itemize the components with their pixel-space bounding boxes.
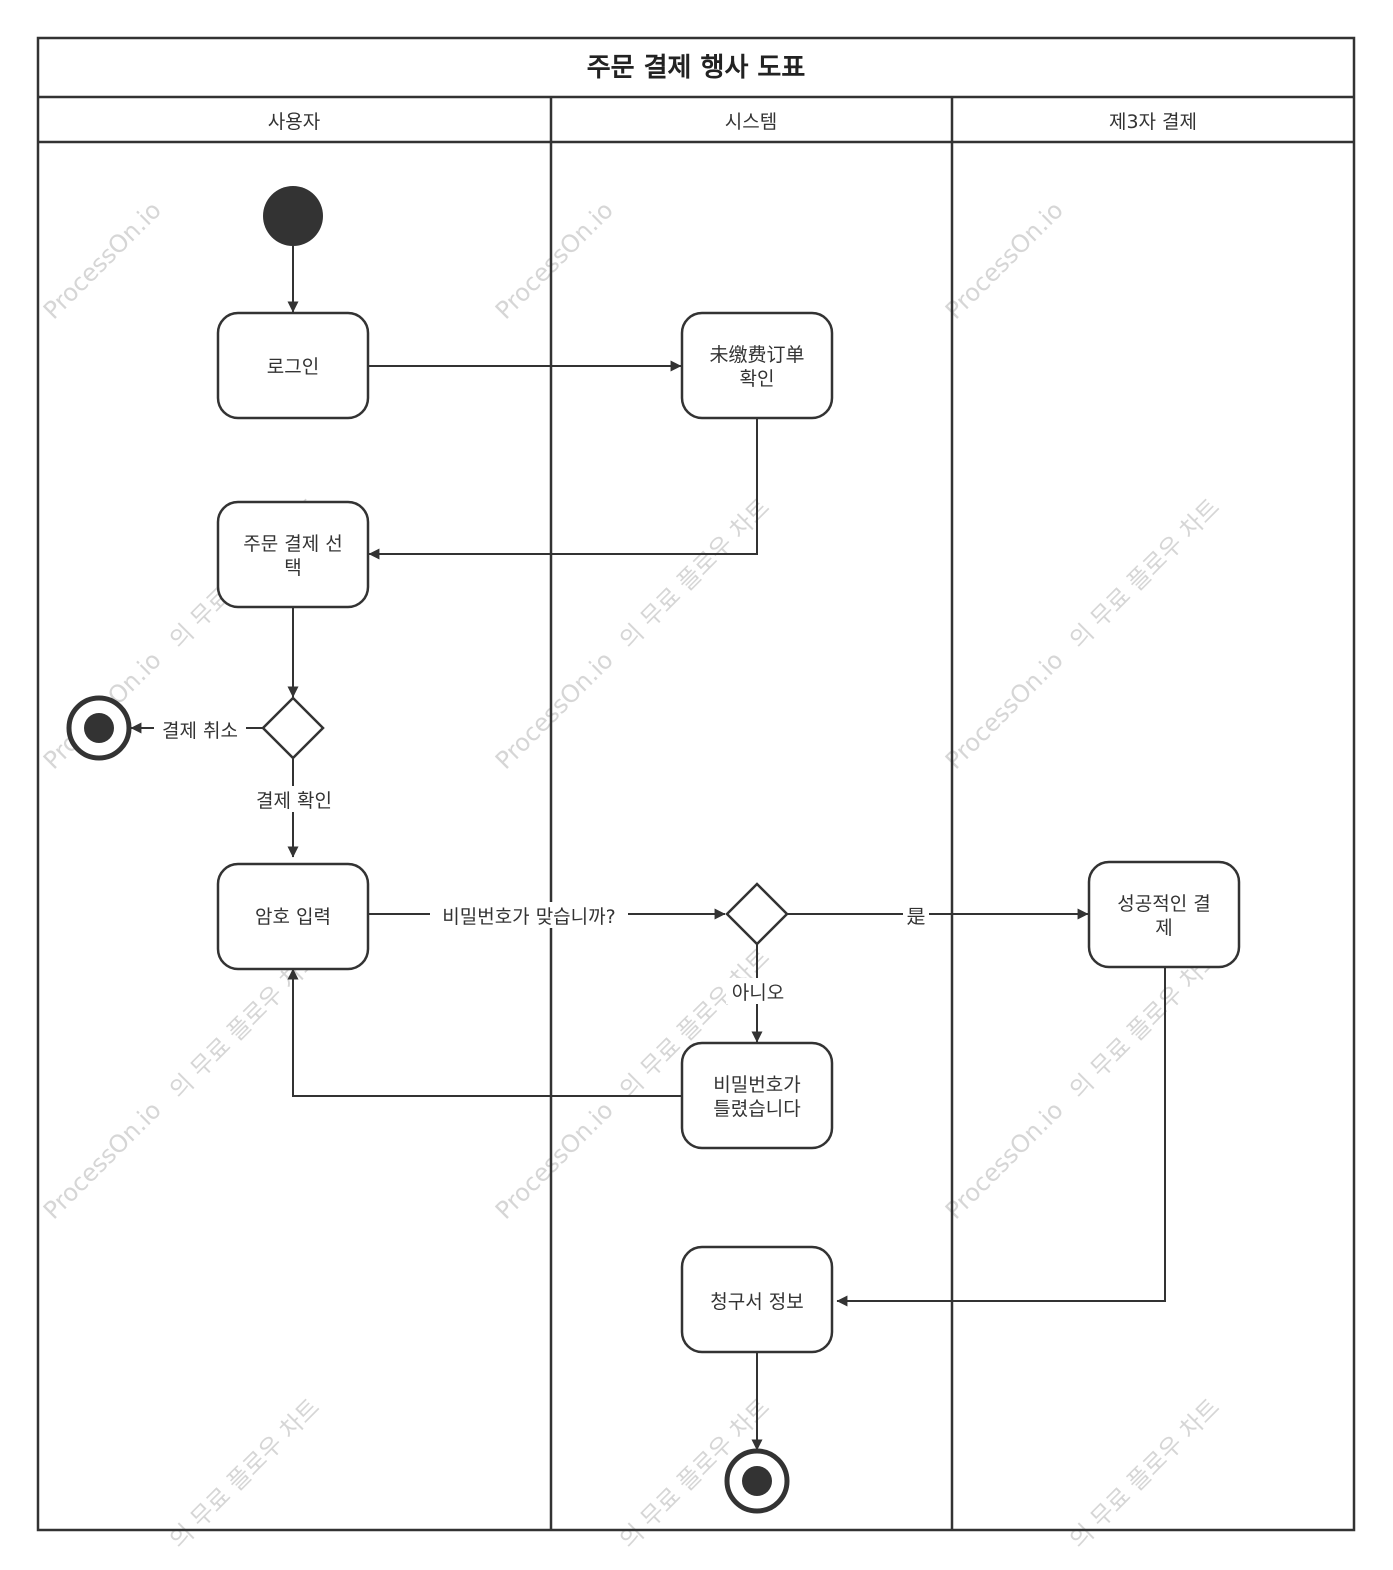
edge-check-to-select bbox=[368, 418, 758, 560]
edge-success-to-invoice bbox=[836, 966, 1166, 1307]
lane-label-third-party: 제3자 결제 bbox=[1109, 111, 1197, 133]
node-label: 주문 결제 선 bbox=[243, 533, 342, 555]
node-label: 틀렸습니다 bbox=[713, 1098, 800, 1120]
edge-label-yes: 是 bbox=[906, 906, 925, 928]
node-label: 성공적인 결 bbox=[1117, 893, 1210, 915]
node-label: 택 bbox=[284, 557, 301, 579]
action-wrong-password bbox=[680, 1041, 834, 1150]
edge-label-confirm-payment: 결제 확인 bbox=[256, 790, 332, 812]
end-node-final bbox=[724, 1448, 790, 1514]
action-check-unpaid bbox=[680, 311, 834, 420]
node-label: 확인 bbox=[740, 368, 775, 390]
node-label: 로그인 bbox=[267, 356, 319, 378]
start-node bbox=[263, 186, 323, 246]
lane-label-user: 사용자 bbox=[268, 111, 320, 133]
end-node-cancel bbox=[66, 695, 132, 761]
decision-cancel-or-confirm bbox=[261, 696, 325, 760]
node-label: 제 bbox=[1155, 917, 1172, 939]
swimlane-frame bbox=[36, 36, 1356, 1532]
action-payment-success bbox=[1087, 860, 1241, 969]
edge-label-password-question: 비밀번호가 맞습니까? bbox=[442, 906, 615, 928]
node-label: 비밀번호가 bbox=[713, 1074, 800, 1096]
lane-label-system: 시스템 bbox=[725, 111, 777, 133]
decision-password-correct bbox=[725, 882, 789, 946]
edge-label-cancel-payment: 결제 취소 bbox=[162, 720, 238, 742]
node-label: 未缴费订单 bbox=[709, 344, 804, 366]
diagram-title: 주문 결제 행사 도표 bbox=[587, 53, 806, 83]
node-label: 암호 입력 bbox=[255, 906, 331, 928]
action-select-payment bbox=[216, 500, 370, 609]
action-enter-password bbox=[216, 862, 370, 971]
edge-label-no: 아니오 bbox=[732, 982, 784, 1004]
node-label: 청구서 정보 bbox=[710, 1291, 803, 1313]
action-login bbox=[216, 311, 370, 420]
action-invoice-info bbox=[680, 1245, 834, 1354]
edge-wrong-to-password bbox=[287, 968, 681, 1097]
